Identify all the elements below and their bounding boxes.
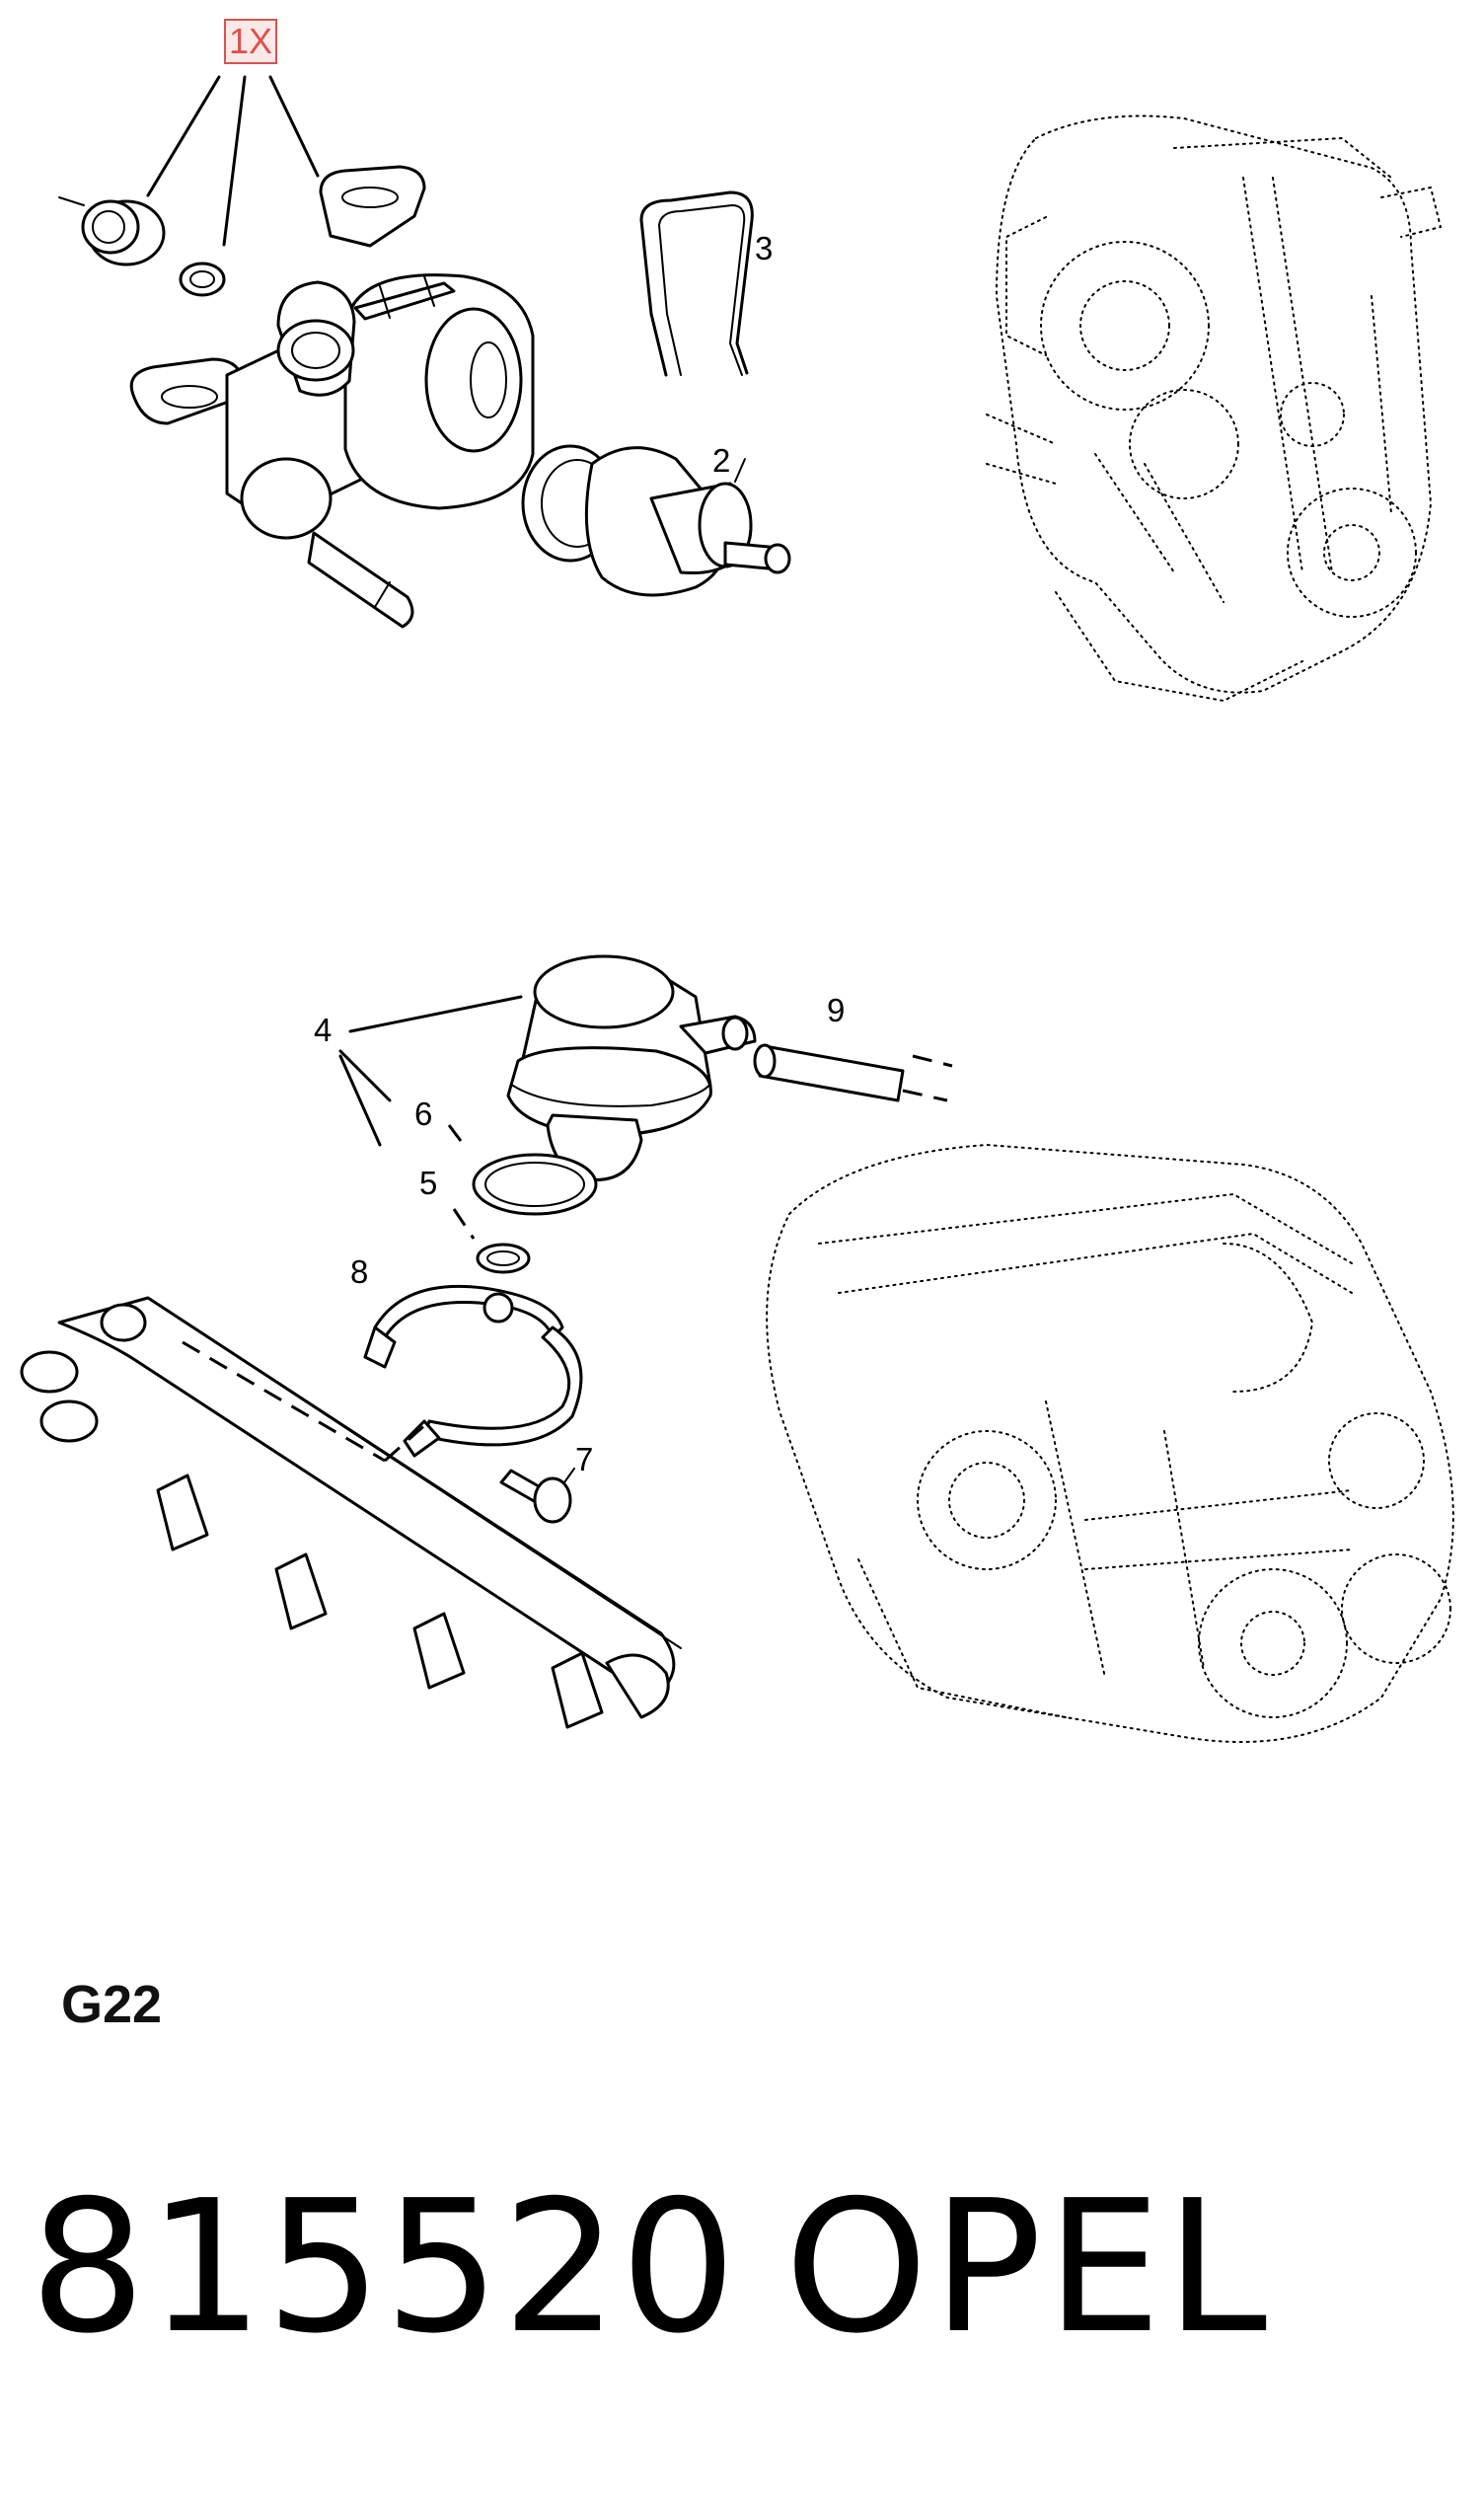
clamp-part bbox=[363, 1284, 583, 1458]
spring-clip-part bbox=[639, 190, 754, 377]
callout-3: 3 bbox=[755, 230, 773, 266]
rail-dash-leader bbox=[182, 1340, 386, 1463]
callout-5-leader bbox=[452, 1208, 476, 1240]
quantity-label: 1X bbox=[229, 21, 272, 61]
engine-illustration-bottom bbox=[766, 1143, 1454, 1743]
engine-illustration-top bbox=[986, 114, 1443, 703]
part-number: 815520 bbox=[30, 2160, 739, 2374]
fuel-rail-part bbox=[20, 1296, 682, 1729]
quantity-leader-lines bbox=[146, 75, 320, 247]
group-code: G22 bbox=[61, 1975, 163, 2034]
callout-6: 6 bbox=[414, 1096, 432, 1132]
callout-5: 5 bbox=[419, 1165, 437, 1201]
callout-7: 7 bbox=[575, 1441, 593, 1477]
brand-name: OPEL bbox=[784, 2160, 1272, 2374]
quantity-label-box: 1X bbox=[224, 19, 277, 64]
pressure-regulator-part bbox=[521, 444, 791, 597]
o-ring-part-small bbox=[179, 262, 226, 297]
regulator-housing-part bbox=[129, 165, 535, 629]
bushing-part bbox=[58, 196, 166, 266]
bolt-part bbox=[499, 1469, 572, 1524]
callout-9: 9 bbox=[827, 992, 845, 1028]
fuel-damper-part bbox=[506, 954, 757, 1181]
hose-part bbox=[753, 1043, 953, 1102]
o-ring-part-lower bbox=[476, 1243, 531, 1274]
callout-6-leader bbox=[447, 1124, 466, 1146]
callout-4-leaders bbox=[338, 995, 523, 1147]
o-ring-part-large bbox=[472, 1153, 598, 1216]
callout-8: 8 bbox=[350, 1253, 368, 1290]
callout-4: 4 bbox=[314, 1012, 332, 1048]
callout-2: 2 bbox=[712, 442, 730, 479]
